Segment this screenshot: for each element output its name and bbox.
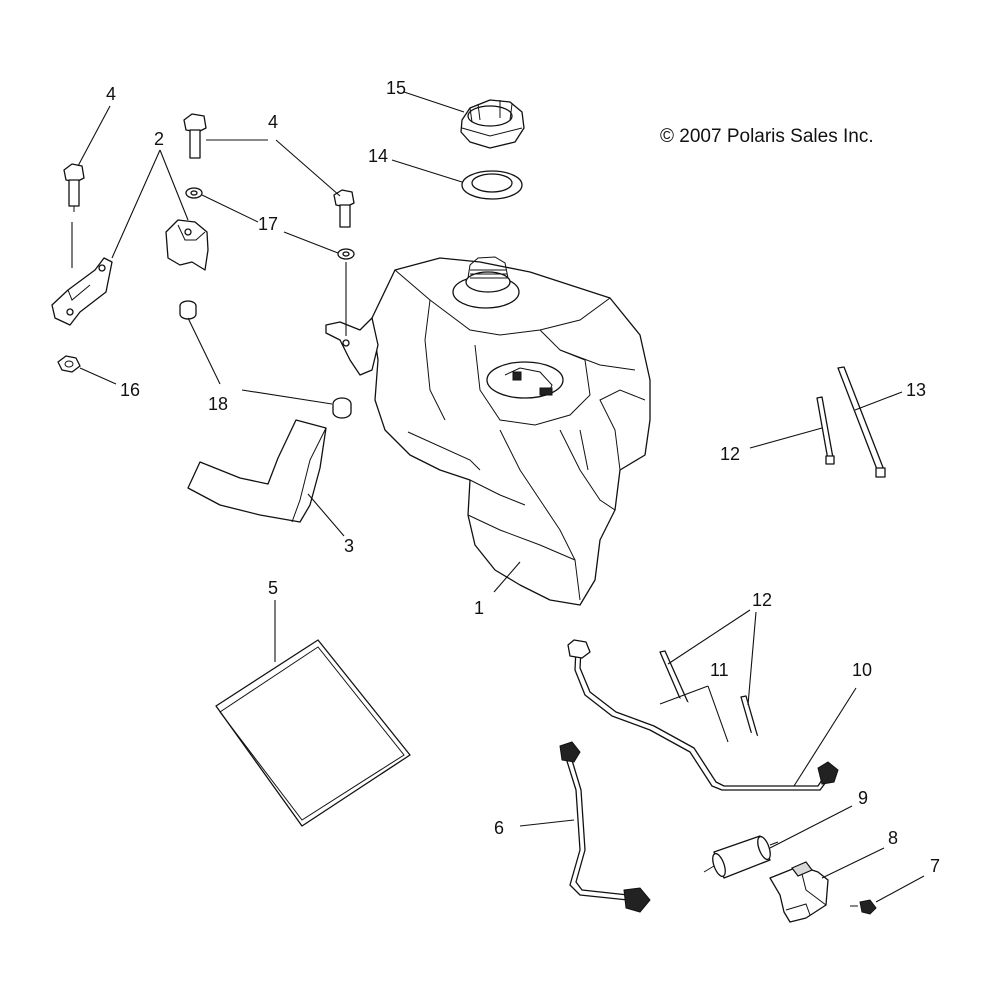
nut-part (57, 355, 81, 373)
heat-shield-strip-part (187, 419, 327, 523)
callout-9: 9 (858, 788, 868, 808)
bracket-right-part (165, 219, 209, 271)
screw-part (850, 899, 877, 915)
fuel-filter-part (703, 835, 779, 879)
callout-16: 16 (120, 380, 140, 400)
callout-6: 6 (494, 818, 504, 838)
callout-17: 17 (258, 214, 278, 234)
callout-labels: 15 14 4 2 4 17 16 18 3 1 5 12 13 12 11 1… (106, 78, 940, 876)
bolt-left-part (63, 163, 85, 212)
leader-lines (71, 91, 925, 903)
fuel-line-short-part (559, 741, 651, 913)
bracket-left-part (51, 257, 113, 326)
bolt-right-part (333, 189, 355, 228)
filter-bracket-part (769, 861, 829, 923)
callout-18: 18 (208, 394, 228, 414)
callout-14: 14 (368, 146, 388, 166)
spacer-top-part (179, 300, 197, 320)
callout-7: 7 (930, 856, 940, 876)
callout-2: 2 (154, 129, 164, 149)
callout-12-lower: 12 (752, 590, 772, 610)
washer-top-part (185, 187, 203, 199)
callout-4-right: 4 (268, 112, 278, 132)
fuel-line-long-part (567, 639, 839, 791)
callout-1: 1 (474, 598, 484, 618)
callout-4-left: 4 (106, 84, 116, 104)
washer-right-part (337, 248, 355, 260)
fuel-tank-part (325, 256, 651, 606)
callout-11: 11 (710, 660, 729, 680)
spacer-bottom-part (332, 397, 352, 419)
cap-gasket-part (461, 170, 523, 200)
callout-10: 10 (852, 660, 872, 680)
callout-15: 15 (386, 78, 406, 98)
callout-5: 5 (268, 578, 278, 598)
bolt-top-part (183, 113, 207, 159)
fuel-cap-part (460, 99, 525, 149)
callout-12-upper: 12 (720, 444, 740, 464)
cable-tie-upper-long-part (837, 366, 886, 478)
callout-13: 13 (906, 380, 926, 400)
callout-3: 3 (344, 536, 354, 556)
copyright-text: © 2007 Polaris Sales Inc. (660, 126, 874, 147)
insulation-pad-part (215, 639, 411, 827)
cable-tie-upper-short-part (816, 396, 835, 465)
callout-8: 8 (888, 828, 898, 848)
